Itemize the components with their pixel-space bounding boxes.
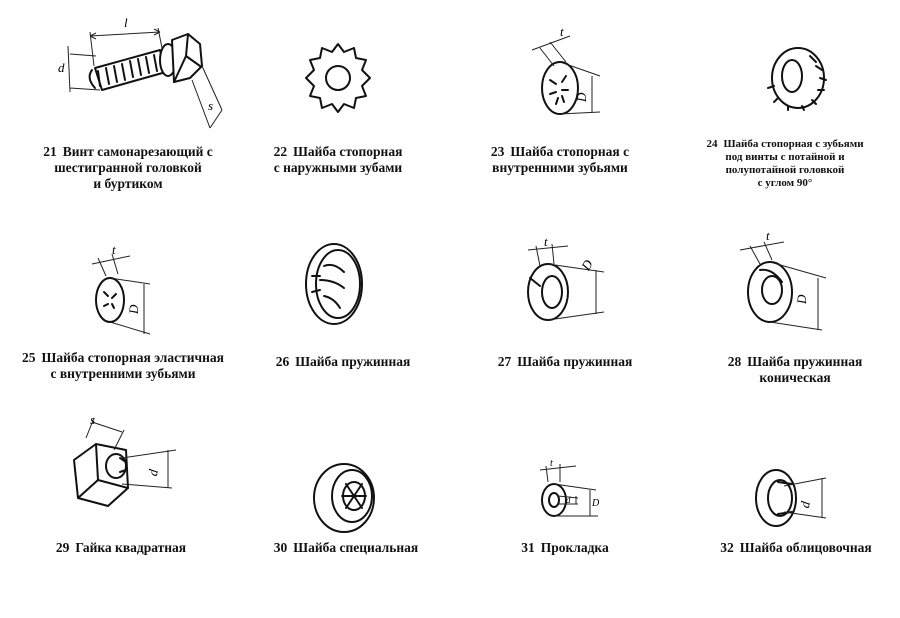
dim-d-label: d (797, 500, 813, 509)
external-tooth-washer-drawing (305, 43, 371, 113)
dim-d-label: d (58, 60, 65, 75)
dim-d-label: d (566, 495, 571, 505)
special-washer-drawing (313, 463, 375, 533)
screw-drawing: l d s (58, 15, 223, 129)
facing-washer-drawing: d (755, 469, 827, 527)
dim-s-label: s (90, 412, 95, 427)
dim-D-label: D (126, 304, 141, 315)
dim-D-label: D (578, 257, 596, 274)
dim-D-label: D (591, 498, 600, 509)
countersunk-tooth-washer-drawing (767, 47, 827, 111)
elastic-tooth-washer-drawing: t D (91, 242, 151, 335)
internal-tooth-washer-drawing: t D (531, 24, 601, 115)
dim-l-label: l (124, 15, 128, 30)
dim-D-label: D (794, 294, 809, 305)
dim-d-label: d (145, 468, 161, 477)
conical-spring-washer-drawing: t D (739, 228, 827, 331)
split-spring-washer-drawing: t D (527, 234, 605, 321)
spacer-drawing: t D d (539, 458, 600, 517)
dim-s-label: s (208, 98, 213, 113)
spring-washer-drawing (305, 243, 363, 325)
square-nut-drawing: s d (73, 412, 177, 507)
dim-D-label: D (574, 92, 589, 103)
dim-t-label: t (112, 242, 116, 257)
dim-t-label: t (766, 228, 770, 243)
dim-t-label: t (550, 458, 553, 469)
dim-t-label: t (544, 234, 548, 249)
dim-t-label: t (560, 24, 564, 39)
